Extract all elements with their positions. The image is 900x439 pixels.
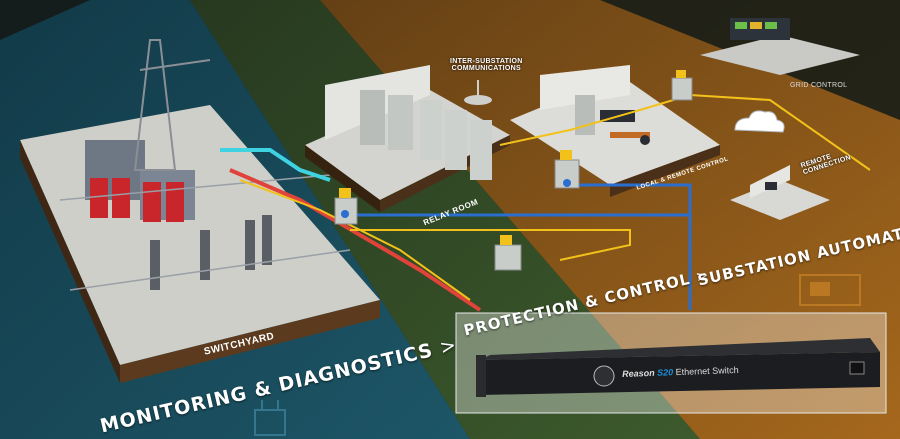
relay-panel bbox=[388, 95, 413, 150]
protection-band bbox=[190, 0, 700, 439]
remote-connection bbox=[730, 165, 830, 220]
relay-room bbox=[305, 65, 510, 212]
inter-substation-line1: INTER-SUBSTATION bbox=[450, 58, 523, 65]
ge-logo bbox=[593, 365, 615, 387]
lock-icon bbox=[334, 188, 358, 225]
transformer-icon bbox=[254, 400, 286, 436]
inter-substation-line2: COMMUNICATIONS bbox=[451, 65, 521, 72]
transmission-tower bbox=[133, 39, 177, 171]
cloud-icon bbox=[734, 110, 785, 133]
relay-panel bbox=[445, 110, 467, 170]
switchyard-platform bbox=[20, 39, 380, 383]
relay-panel bbox=[420, 100, 442, 160]
device-model: S20 bbox=[657, 367, 674, 378]
lock-icon bbox=[494, 235, 522, 271]
cyan-link bbox=[220, 148, 331, 182]
lock-icon bbox=[671, 70, 693, 101]
grid-control bbox=[700, 18, 860, 75]
relay-panel bbox=[360, 90, 385, 145]
inter-substation-label: INTER-SUBSTATION COMMUNICATIONS bbox=[450, 58, 523, 72]
grid-control-label: GRID CONTROL bbox=[790, 82, 848, 89]
device-brand: Reason bbox=[622, 367, 655, 379]
red-link bbox=[229, 168, 482, 312]
relay-panel bbox=[470, 120, 492, 180]
ethernet-switch-device bbox=[476, 338, 880, 397]
network-links bbox=[220, 93, 871, 312]
automation-screen-icon bbox=[799, 274, 861, 306]
antenna-icon bbox=[464, 95, 492, 105]
lock-icon bbox=[554, 150, 580, 189]
